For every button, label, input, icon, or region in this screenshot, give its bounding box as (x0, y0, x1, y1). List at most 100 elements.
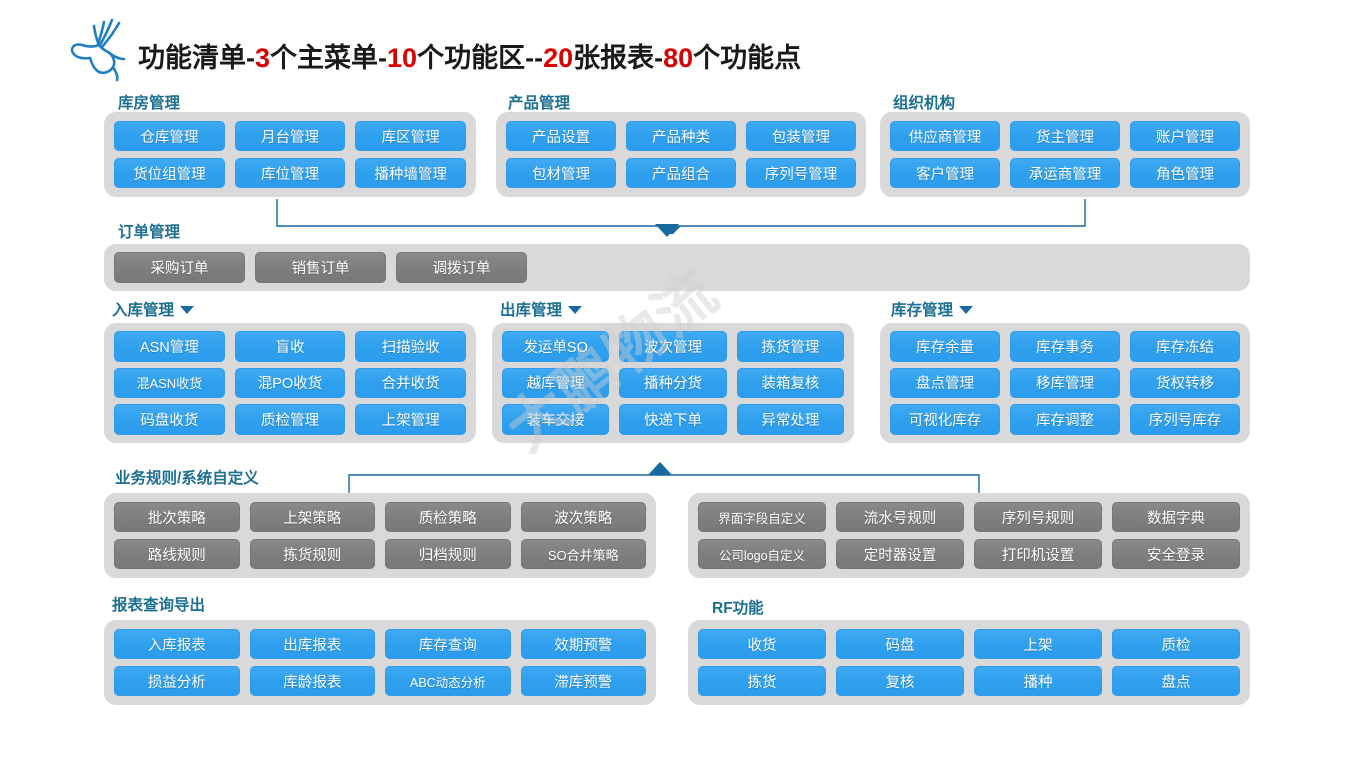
button-rf-functions-8[interactable]: 盘点 (1112, 666, 1240, 696)
button-business-rules-7[interactable]: 归档规则 (385, 539, 511, 569)
button-inbound-management-6[interactable]: 合并收货 (355, 367, 466, 399)
button-inbound-management-7[interactable]: 码盘收货 (114, 404, 225, 435)
button-inventory-management-5[interactable]: 移库管理 (1010, 367, 1120, 399)
button-inventory-management-4[interactable]: 盘点管理 (890, 367, 1000, 399)
button-outbound-management-2[interactable]: 波次管理 (619, 331, 727, 362)
section-title-report-query-export: 报表查询导出 (112, 597, 206, 614)
button-report-query-export-5[interactable]: 损益分析 (114, 666, 240, 696)
title-accent-number: 80 (663, 43, 694, 73)
button-system-custom-2[interactable]: 流水号规则 (836, 502, 964, 532)
button-warehouse-management-2[interactable]: 月台管理 (234, 121, 346, 151)
chevron-down-icon[interactable] (568, 305, 583, 314)
button-inbound-management-2[interactable]: 盲收 (234, 331, 346, 362)
button-outbound-management-8[interactable]: 快递下单 (619, 404, 727, 435)
chevron-down-icon[interactable] (180, 305, 195, 314)
button-rf-functions-1[interactable]: 收货 (698, 629, 826, 659)
button-outbound-management-7[interactable]: 装车交接 (502, 404, 610, 435)
button-organization-1[interactable]: 供应商管理 (890, 121, 1000, 151)
button-inventory-management-6[interactable]: 货权转移 (1130, 367, 1240, 399)
button-organization-6[interactable]: 角色管理 (1130, 158, 1240, 188)
button-rf-functions-5[interactable]: 拣货 (698, 666, 826, 696)
panel-report-query-export: 入库报表出库报表库存查询效期预警损益分析库龄报表 ABC动态分析滞库预警 (104, 620, 656, 705)
chevron-down-icon[interactable] (959, 305, 974, 314)
button-order-management-3[interactable]: 调拨订单 (396, 252, 527, 283)
button-grid: 产品设置产品种类包装管理包材管理产品组合序列号管理 (496, 112, 866, 197)
button-inbound-management-8[interactable]: 质检管理 (234, 404, 346, 435)
button-grid: 库存余量库存事务库存冻结盘点管理移库管理货权转移可视化库存库存调整序列号库存 (880, 323, 1250, 443)
button-product-management-3[interactable]: 包装管理 (746, 121, 856, 151)
button-rf-functions-3[interactable]: 上架 (974, 629, 1102, 659)
button-inventory-management-3[interactable]: 库存冻结 (1130, 331, 1240, 362)
button-business-rules-5[interactable]: 路线规则 (114, 539, 240, 569)
button-outbound-management-1[interactable]: 发运单SO (502, 331, 610, 362)
button-report-query-export-6[interactable]: 库龄报表 (249, 666, 375, 696)
button-rf-functions-7[interactable]: 播种 (974, 666, 1102, 696)
button-report-query-export-4[interactable]: 效期预警 (520, 629, 646, 659)
button-inbound-management-5[interactable]: 混PO收货 (234, 367, 346, 399)
panel-rf-functions: 收货码盘上架质检拣货复核播种盘点 (688, 620, 1250, 705)
button-outbound-management-5[interactable]: 播种分货 (619, 367, 727, 399)
button-inbound-management-4[interactable]: 混ASN收货 (114, 367, 225, 399)
button-business-rules-6[interactable]: 拣货规则 (249, 539, 375, 569)
title-segment: 功能清单- (138, 43, 255, 73)
button-business-rules-1[interactable]: 批次策略 (114, 502, 240, 532)
button-outbound-management-6[interactable]: 装箱复核 (736, 367, 844, 399)
button-product-management-1[interactable]: 产品设置 (506, 121, 616, 151)
button-system-custom-5[interactable]: 公司logo自定义 (698, 539, 826, 569)
button-report-query-export-1[interactable]: 入库报表 (114, 629, 240, 659)
button-report-query-export-8[interactable]: 滞库预警 (520, 666, 646, 696)
button-organization-2[interactable]: 货主管理 (1010, 121, 1120, 151)
button-product-management-4[interactable]: 包材管理 (506, 158, 616, 188)
page-title-text: 功能清单-3个主菜单-10个功能区--20张报表-80个功能点 (138, 43, 801, 73)
panel-system-custom: 界面字段自定义流水号规则序列号规则数据字典公司logo自定义定时器设置打印机设置… (688, 493, 1250, 578)
button-system-custom-8[interactable]: 安全登录 (1112, 539, 1240, 569)
button-warehouse-management-3[interactable]: 库区管理 (355, 121, 466, 151)
button-system-custom-3[interactable]: 序列号规则 (974, 502, 1102, 532)
button-inbound-management-9[interactable]: 上架管理 (355, 404, 466, 435)
button-business-rules-3[interactable]: 质检策略 (385, 502, 511, 532)
button-organization-4[interactable]: 客户管理 (890, 158, 1000, 188)
button-inbound-management-1[interactable]: ASN管理 (114, 331, 225, 362)
button-system-custom-4[interactable]: 数据字典 (1112, 502, 1240, 532)
button-product-management-5[interactable]: 产品组合 (626, 158, 736, 188)
button-order-management-2[interactable]: 销售订单 (255, 252, 386, 283)
button-rf-functions-6[interactable]: 复核 (836, 666, 964, 696)
button-warehouse-management-4[interactable]: 货位组管理 (114, 158, 225, 188)
title-segment: 张报表- (573, 43, 664, 73)
button-inventory-management-7[interactable]: 可视化库存 (890, 404, 1000, 435)
button-warehouse-management-5[interactable]: 库位管理 (234, 158, 346, 188)
connector-bottom-arrow (648, 462, 672, 476)
button-organization-3[interactable]: 账户管理 (1130, 121, 1240, 151)
button-grid: 供应商管理货主管理账户管理客户管理承运商管理角色管理 (880, 112, 1250, 197)
button-system-custom-6[interactable]: 定时器设置 (836, 539, 964, 569)
button-outbound-management-4[interactable]: 越库管理 (502, 367, 610, 399)
section-title-inbound-management: 入库管理 (112, 298, 195, 320)
button-rf-functions-2[interactable]: 码盘 (836, 629, 964, 659)
button-inbound-management-3[interactable]: 扫描验收 (355, 331, 466, 362)
button-report-query-export-7[interactable]: ABC动态分析 (385, 666, 511, 696)
button-rf-functions-4[interactable]: 质检 (1112, 629, 1240, 659)
button-inventory-management-8[interactable]: 库存调整 (1010, 404, 1120, 435)
button-warehouse-management-1[interactable]: 仓库管理 (114, 121, 225, 151)
button-outbound-management-9[interactable]: 异常处理 (736, 404, 844, 435)
button-system-custom-1[interactable]: 界面字段自定义 (698, 502, 826, 532)
button-organization-5[interactable]: 承运商管理 (1010, 158, 1120, 188)
button-order-management-1[interactable]: 采购订单 (114, 252, 245, 283)
button-inventory-management-1[interactable]: 库存余量 (890, 331, 1000, 362)
button-grid: 入库报表出库报表库存查询效期预警损益分析库龄报表 ABC动态分析滞库预警 (104, 620, 656, 705)
button-report-query-export-3[interactable]: 库存查询 (385, 629, 511, 659)
button-inventory-management-2[interactable]: 库存事务 (1010, 331, 1120, 362)
button-product-management-2[interactable]: 产品种类 (626, 121, 736, 151)
deer-logo (58, 14, 140, 86)
button-system-custom-7[interactable]: 打印机设置 (974, 539, 1102, 569)
button-business-rules-8[interactable]: SO合并策略 (520, 539, 646, 569)
button-outbound-management-3[interactable]: 拣货管理 (736, 331, 844, 362)
button-product-management-6[interactable]: 序列号管理 (746, 158, 856, 188)
button-business-rules-2[interactable]: 上架策略 (249, 502, 375, 532)
button-inventory-management-9[interactable]: 序列号库存 (1130, 404, 1240, 435)
button-business-rules-4[interactable]: 波次策略 (520, 502, 646, 532)
section-title-organization: 组织机构 (893, 95, 956, 112)
button-report-query-export-2[interactable]: 出库报表 (249, 629, 375, 659)
button-warehouse-management-6[interactable]: 播种墙管理 (355, 158, 466, 188)
